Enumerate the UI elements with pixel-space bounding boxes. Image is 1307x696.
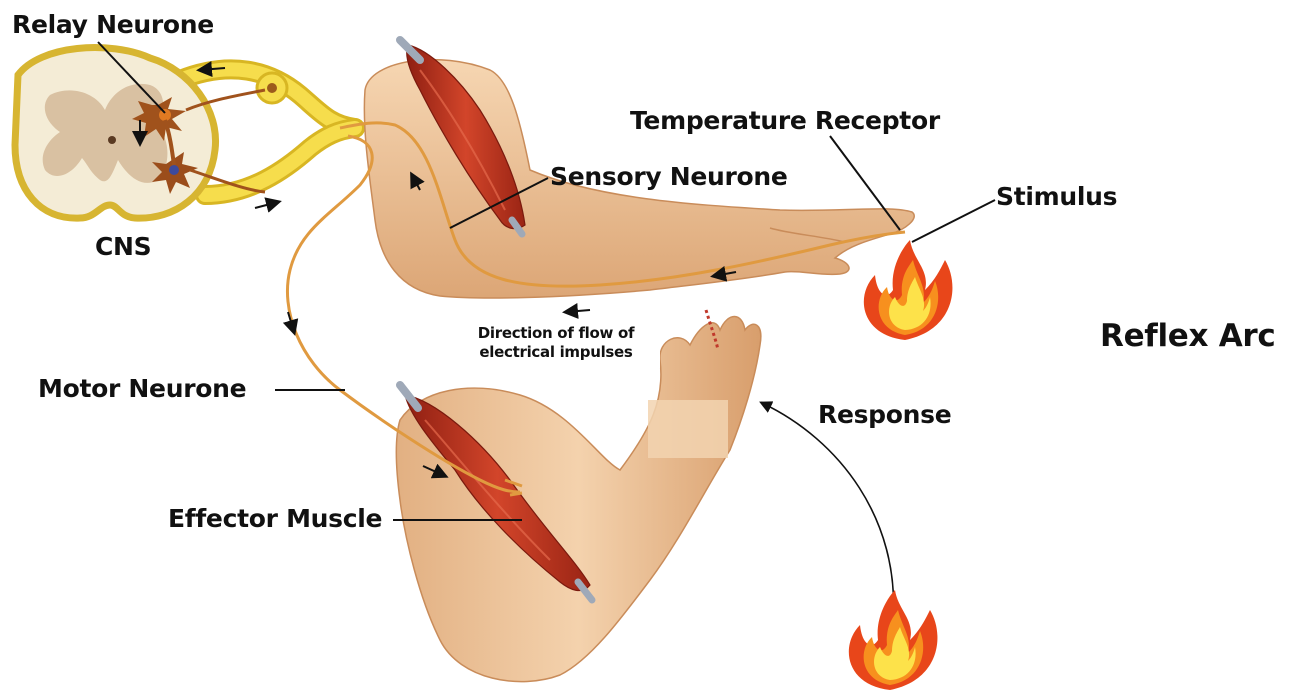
response-flame-icon [849, 590, 938, 690]
sensory-neurone-label: Sensory Neurone [550, 162, 788, 191]
relay-neurone-label: Relay Neurone [12, 10, 214, 39]
effector-muscle-label: Effector Muscle [168, 504, 382, 533]
stimulus-pointer [912, 200, 995, 242]
response-label: Response [818, 400, 951, 429]
reflex-arc-title: Reflex Arc [1100, 318, 1275, 354]
stimulus-label: Stimulus [996, 182, 1117, 211]
temperature-receptor-label: Temperature Receptor [630, 106, 940, 135]
response-curved-arrow [762, 403, 894, 620]
spinal-cord [15, 48, 355, 219]
direction-line-1: Direction of flow of [452, 324, 660, 343]
hand-patch [648, 400, 728, 458]
stimulus-flame-icon [864, 240, 953, 340]
direction-line-2: electrical impulses [452, 343, 660, 362]
cns-label: CNS [95, 232, 151, 261]
direction-of-flow-label: Direction of flow of electrical impulses [452, 324, 660, 362]
motor-neurone-label: Motor Neurone [38, 374, 246, 403]
